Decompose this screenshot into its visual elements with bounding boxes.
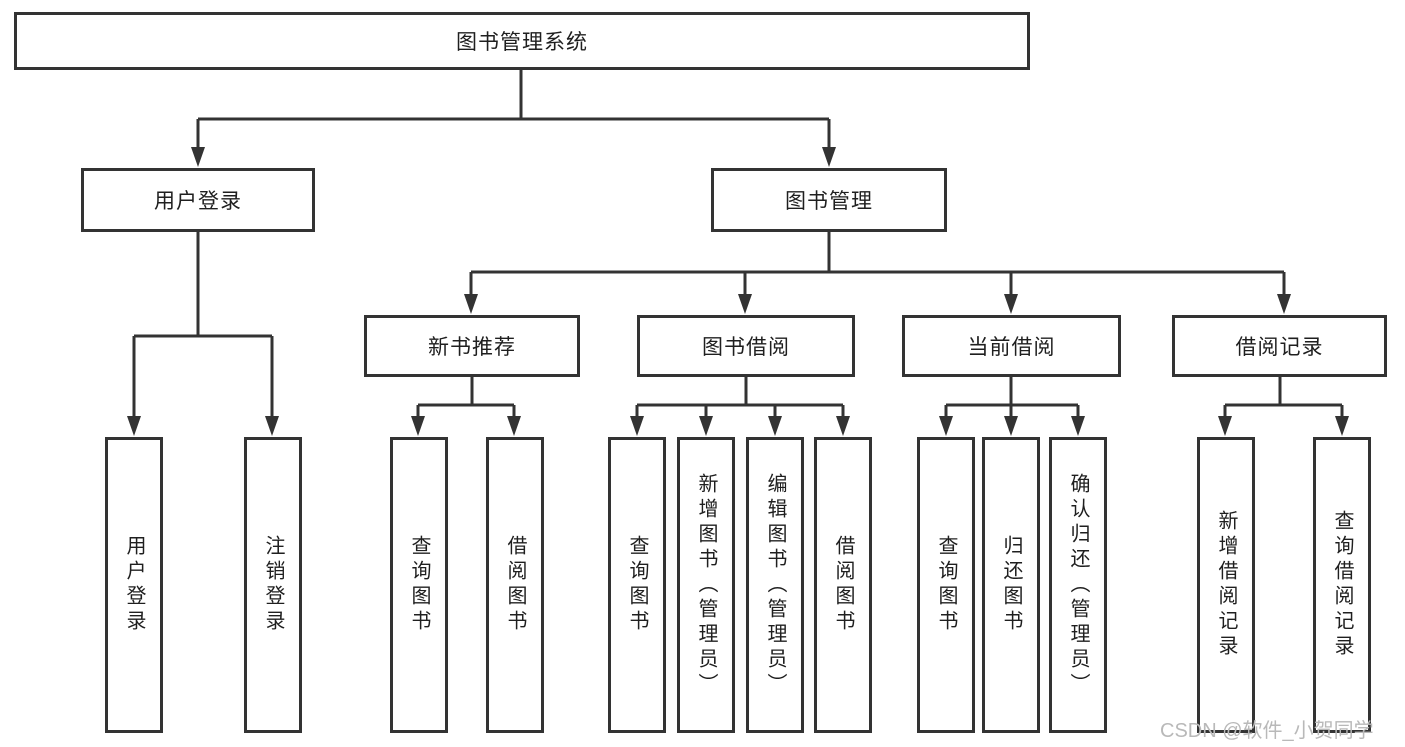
leaf-query-books-current-label: 查询图书 [935, 535, 957, 635]
leaf-user-login-label: 用户登录 [123, 535, 145, 635]
leaf-query-books-borrowing-label: 查询图书 [626, 535, 648, 635]
leaf-query-books-current: 查询图书 [917, 437, 975, 733]
node-book-management: 图书管理 [711, 168, 947, 232]
node-borrowing-records: 借阅记录 [1172, 315, 1387, 377]
node-book-borrowing: 图书借阅 [637, 315, 855, 377]
leaf-borrow-books: 借阅图书 [814, 437, 872, 733]
leaf-borrow-books-label: 借阅图书 [832, 535, 854, 635]
leaf-return-books: 归还图书 [982, 437, 1040, 733]
node-book-borrowing-label: 图书借阅 [702, 336, 790, 359]
node-root-label: 图书管理系统 [456, 31, 588, 54]
leaf-edit-books-admin-label: 编辑图书（管理员） [764, 472, 786, 698]
leaf-add-borrow-record: 新增借阅记录 [1197, 437, 1255, 733]
node-new-book-recommend: 新书推荐 [364, 315, 580, 377]
leaf-borrow-books-recommend-label: 借阅图书 [504, 535, 526, 635]
csdn-watermark: CSDN @软件_小贺同学 [1160, 720, 1374, 742]
node-borrowing-records-label: 借阅记录 [1235, 336, 1324, 359]
node-current-borrowing-label: 当前借阅 [967, 336, 1056, 359]
leaf-logout-label: 注销登录 [262, 535, 284, 635]
leaf-user-login: 用户登录 [105, 437, 163, 733]
node-user-login-label: 用户登录 [154, 190, 242, 213]
leaf-confirm-return-admin-label: 确认归还（管理员） [1067, 472, 1089, 698]
leaf-confirm-return-admin: 确认归还（管理员） [1049, 437, 1107, 733]
leaf-query-borrow-record: 查询借阅记录 [1313, 437, 1371, 733]
node-root: 图书管理系统 [14, 12, 1030, 70]
node-user-login: 用户登录 [81, 168, 315, 232]
node-new-book-recommend-label: 新书推荐 [428, 336, 516, 359]
leaf-query-borrow-record-label: 查询借阅记录 [1331, 510, 1353, 660]
node-book-management-label: 图书管理 [785, 190, 873, 213]
leaf-add-books-admin-label: 新增图书（管理员） [695, 472, 717, 698]
leaf-query-books-recommend: 查询图书 [390, 437, 448, 733]
leaf-add-books-admin: 新增图书（管理员） [677, 437, 735, 733]
leaf-query-books-recommend-label: 查询图书 [408, 535, 430, 635]
leaf-query-books-borrowing: 查询图书 [608, 437, 666, 733]
leaf-return-books-label: 归还图书 [1000, 535, 1022, 635]
leaf-edit-books-admin: 编辑图书（管理员） [746, 437, 804, 733]
node-current-borrowing: 当前借阅 [902, 315, 1121, 377]
leaf-logout: 注销登录 [244, 437, 302, 733]
leaf-borrow-books-recommend: 借阅图书 [486, 437, 544, 733]
leaf-add-borrow-record-label: 新增借阅记录 [1215, 510, 1237, 660]
